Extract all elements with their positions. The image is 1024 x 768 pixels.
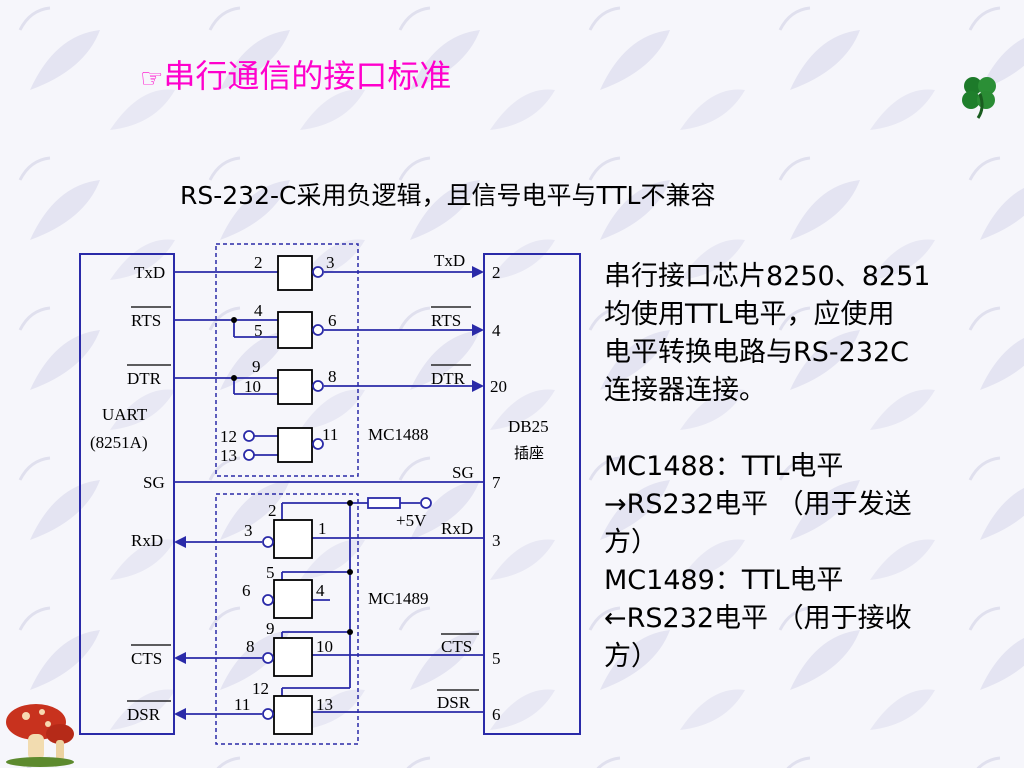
- desc-line: MC1489：TTL电平: [604, 565, 844, 596]
- desc-line: MC1488：TTL电平: [604, 451, 844, 482]
- pin-number: 6: [328, 311, 337, 330]
- pin-number: 5: [266, 563, 275, 582]
- db25-pin-cts: 5: [492, 649, 501, 668]
- db25-cts-label: CTS: [441, 637, 472, 656]
- pin-number: 10: [316, 637, 333, 656]
- pullup-resistor: [367, 497, 401, 509]
- pin-number: 8: [246, 637, 255, 656]
- pin-number: 13: [316, 695, 333, 714]
- clover-icon: [962, 77, 996, 119]
- uart-model-label: (8251A): [90, 433, 148, 452]
- uart-dtr-label: DTR: [127, 369, 162, 388]
- pin-number: 10: [244, 377, 261, 396]
- pin-number: 13: [220, 446, 237, 465]
- pin-number: 11: [322, 425, 338, 444]
- slide-title: ☞串行通信的接口标准: [140, 57, 452, 95]
- uart-txd-label: TxD: [134, 263, 165, 282]
- db25-sub-label: 插座: [514, 444, 544, 462]
- uart-cts-label: CTS: [131, 649, 162, 668]
- mc1489-receiver-3: [273, 637, 313, 677]
- db25-rts-label: RTS: [431, 311, 461, 330]
- pin-number: 9: [252, 357, 261, 376]
- db25-pin-txd: 2: [492, 263, 501, 282]
- uart-box: [79, 253, 175, 735]
- mc1488-gate-2: [277, 311, 313, 349]
- desc-line: 方）: [604, 527, 658, 558]
- mc1488-outline: [215, 243, 359, 477]
- mc1488-gate-3: [277, 369, 313, 405]
- desc-line: ←RS232电平 （用于接收: [604, 603, 912, 634]
- desc-line: 串行接口芯片8250、8251: [604, 261, 931, 292]
- mc1489-receiver-2: [273, 579, 313, 619]
- db25-pin-dtr: 20: [490, 377, 507, 396]
- pin-number: 12: [220, 427, 237, 446]
- desc-line: 连接器连接。: [604, 375, 766, 406]
- pin-number: 3: [326, 253, 335, 272]
- db25-dtr-label: DTR: [431, 369, 466, 388]
- slide-subtitle: RS-232-C采用负逻辑，且信号电平与TTL不兼容: [180, 181, 716, 210]
- pin-number: 4: [316, 581, 325, 600]
- mc1488-gate-4: [277, 427, 313, 463]
- mushroom-icon: [6, 704, 74, 767]
- pointing-hand-icon: ☞: [140, 64, 164, 94]
- db25-pin-rxd: 3: [492, 531, 501, 550]
- db25-pin-dsr: 6: [492, 705, 501, 724]
- db25-label: DB25: [508, 417, 549, 436]
- desc-line: 电平转换电路与RS-232C: [604, 337, 910, 368]
- pin-number: 1: [318, 519, 327, 538]
- pin-number: 4: [254, 301, 263, 320]
- mc1489-label: MC1489: [368, 589, 428, 608]
- pin-number: 5: [254, 321, 263, 340]
- uart-rts-label: RTS: [131, 311, 161, 330]
- uart-dsr-label: DSR: [127, 705, 161, 724]
- mc1488-label: MC1488: [368, 425, 428, 444]
- pin-number: 12: [252, 679, 269, 698]
- mc1489-receiver-1: [273, 519, 313, 559]
- desc-line: 方）: [604, 641, 658, 672]
- db25-pin-sg: 7: [492, 473, 501, 492]
- pin-number: 9: [266, 619, 275, 638]
- pin-number: 2: [268, 501, 277, 520]
- uart-label: UART: [102, 405, 148, 424]
- db25-sg-label: SG: [452, 463, 474, 482]
- pin-number: 2: [254, 253, 263, 272]
- desc-gap: [604, 410, 1004, 448]
- mc1489-outline: [215, 493, 359, 745]
- uart-sg-label: SG: [143, 473, 165, 492]
- pin-number: 6: [242, 581, 251, 600]
- pin-number: 3: [244, 521, 253, 540]
- uart-rxd-label: RxD: [131, 531, 163, 550]
- db25-txd-label: TxD: [434, 251, 465, 270]
- mc1488-gate-1: [277, 255, 313, 291]
- pin-number: 11: [234, 695, 250, 714]
- desc-line: →RS232电平 （用于发送: [604, 489, 912, 520]
- db25-pin-rts: 4: [492, 321, 501, 340]
- db25-rxd-label: RxD: [441, 519, 473, 538]
- description-text: 串行接口芯片8250、8251 均使用TTL电平，应使用 电平转换电路与RS-2…: [604, 258, 1004, 676]
- pin-number: 8: [328, 367, 337, 386]
- mc1489-receiver-4: [273, 695, 313, 735]
- desc-line: 均使用TTL电平，应使用: [604, 299, 895, 330]
- plus5v-label: +5V: [396, 511, 427, 530]
- db25-dsr-label: DSR: [437, 693, 471, 712]
- db25-box: [483, 253, 581, 735]
